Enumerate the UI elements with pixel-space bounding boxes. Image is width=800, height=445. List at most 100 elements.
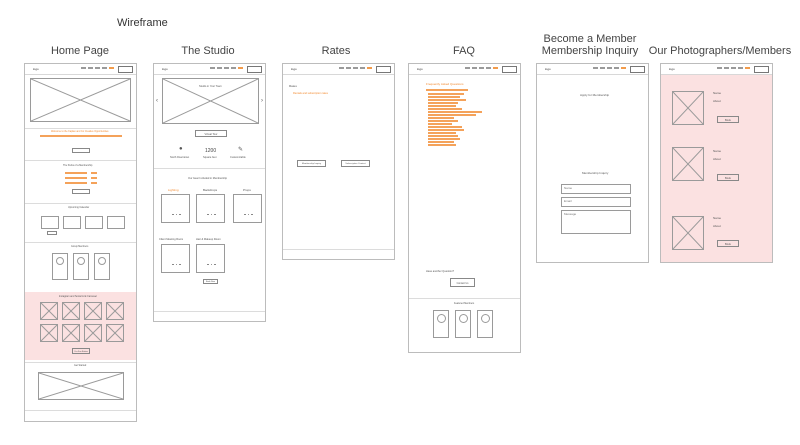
faq-item[interactable] (428, 123, 452, 125)
member-apply-heading: Apply for Membership (580, 93, 610, 97)
member-form-title: Membership Inquiry (582, 171, 609, 175)
photographers-nav-links[interactable] (715, 67, 750, 70)
home-perks-button[interactable] (72, 189, 90, 194)
faq-nav-button[interactable] (502, 66, 517, 73)
home-member-card-3[interactable] (94, 253, 110, 280)
studio-backdrops-box[interactable] (196, 194, 225, 223)
member-nav-links[interactable] (591, 67, 626, 70)
home-social-img-1[interactable] (40, 302, 58, 320)
rates-inquiry-button[interactable]: Membership Inquiry (297, 160, 326, 167)
faq-member-card-2[interactable] (455, 310, 471, 338)
home-event-3[interactable] (85, 216, 103, 229)
faq-question-prompt: Have another Question? (426, 270, 455, 273)
faq-item[interactable] (428, 138, 460, 140)
home-welcome-text: Welcome to the Kaplan and Co Creative Op… (51, 130, 109, 133)
faq-item[interactable] (428, 120, 458, 122)
home-nav-links[interactable] (79, 67, 114, 70)
studio-hair-box[interactable] (196, 244, 225, 273)
rates-nav-links[interactable] (337, 67, 372, 70)
home-social-img-3[interactable] (84, 302, 102, 320)
faq-contact-button[interactable]: Contact Us (450, 278, 475, 287)
home-event-2[interactable] (63, 216, 81, 229)
faq-item[interactable] (428, 132, 456, 134)
studio-slider-image (162, 78, 259, 124)
studio-included-title: Our Gear Included in Membership (188, 177, 228, 180)
rates-subscription-button[interactable]: Subscription Contact (341, 160, 370, 167)
home-event-4[interactable] (107, 216, 125, 229)
home-social-img-7[interactable] (84, 324, 102, 342)
photographer-about-3: About (713, 224, 721, 228)
home-event-1[interactable] (41, 216, 59, 229)
member-message-field[interactable]: Message (561, 210, 631, 234)
rates-nav-button[interactable] (376, 66, 391, 73)
home-social-img-4[interactable] (106, 302, 124, 320)
studio-logo: logo (162, 67, 168, 71)
photographers-nav: logo (661, 64, 772, 75)
member-nav-button[interactable] (630, 66, 645, 73)
photographers-nav-button[interactable] (754, 66, 769, 73)
home-social-img-5[interactable] (40, 324, 58, 342)
photographer-book-button-1[interactable]: Book (717, 116, 739, 123)
home-nav-button[interactable] (118, 66, 133, 73)
member-email-field[interactable]: Email (561, 197, 631, 207)
studio-page-title: The Studio (181, 45, 235, 57)
studio-slider-prev-icon[interactable]: ‹ (156, 98, 158, 104)
studio-nav-button[interactable] (247, 66, 262, 73)
home-footer-title: Get Started (74, 364, 87, 367)
studio-meeting-box[interactable] (161, 244, 190, 273)
studio-stat-size-label: Square feet (203, 156, 217, 159)
faq-item[interactable] (428, 111, 482, 113)
photographer-name-1: Name (713, 91, 722, 95)
studio-more-button[interactable]: Book Now (203, 279, 218, 284)
faq-item[interactable] (426, 89, 468, 91)
faq-item[interactable] (428, 126, 462, 128)
wireframe-title: Wireframe (117, 17, 168, 29)
faq-item[interactable] (428, 117, 454, 119)
home-welcome-button[interactable] (72, 148, 90, 153)
home-member-card-2[interactable] (73, 253, 89, 280)
photographer-photo-2 (672, 147, 704, 181)
rates-logo: logo (291, 67, 297, 71)
faq-bottom-title: Featured Members (454, 302, 475, 305)
studio-col-lighting: Lighting (168, 188, 179, 192)
faq-logo: logo (417, 67, 423, 71)
studio-props-box[interactable] (233, 194, 262, 223)
studio-lighting-box[interactable] (161, 194, 190, 223)
faq-item[interactable] (428, 96, 460, 98)
rates-page-title: Rates (321, 45, 351, 57)
photographer-book-button-2[interactable]: Book (717, 174, 739, 181)
member-name-field[interactable]: Name (561, 184, 631, 194)
photographer-about-1: About (713, 99, 721, 103)
faq-item[interactable] (428, 105, 456, 107)
faq-item[interactable] (428, 144, 456, 146)
photographer-book-button-3[interactable]: Book (717, 240, 739, 247)
studio-nav-links[interactable] (208, 67, 243, 70)
photographers-page-board: logo Name About Book Name About Book Nam… (660, 63, 773, 263)
faq-nav: logo (409, 64, 520, 75)
home-social-img-8[interactable] (106, 324, 124, 342)
home-cta-button[interactable]: Our Fan Button (72, 348, 90, 354)
studio-tour-button[interactable]: Virtual Tour (195, 130, 227, 137)
photographers-page-title: Our Photographers/Members (648, 45, 792, 57)
faq-item[interactable] (428, 102, 458, 104)
faq-item[interactable] (428, 108, 462, 110)
faq-item[interactable] (428, 141, 454, 143)
faq-nav-links[interactable] (463, 67, 498, 70)
studio-row2-meeting: Client Meeting Room (159, 238, 184, 241)
home-member-card-1[interactable] (52, 253, 68, 280)
faq-item[interactable] (428, 99, 466, 101)
studio-slider-next-icon[interactable]: › (261, 98, 263, 104)
home-social-img-2[interactable] (62, 302, 80, 320)
home-social-img-6[interactable] (62, 324, 80, 342)
member-logo: logo (545, 67, 551, 71)
faq-member-card-1[interactable] (433, 310, 449, 338)
faq-item[interactable] (428, 129, 464, 131)
faq-item[interactable] (428, 135, 458, 137)
studio-col-props: Props (243, 188, 251, 192)
home-calendar-button[interactable] (47, 231, 57, 235)
faq-item[interactable] (428, 114, 476, 116)
faq-member-card-3[interactable] (477, 310, 493, 338)
photographer-name-3: Name (713, 216, 722, 220)
faq-heading: Frequently Asked Questions (426, 82, 464, 86)
faq-item[interactable] (428, 93, 464, 95)
